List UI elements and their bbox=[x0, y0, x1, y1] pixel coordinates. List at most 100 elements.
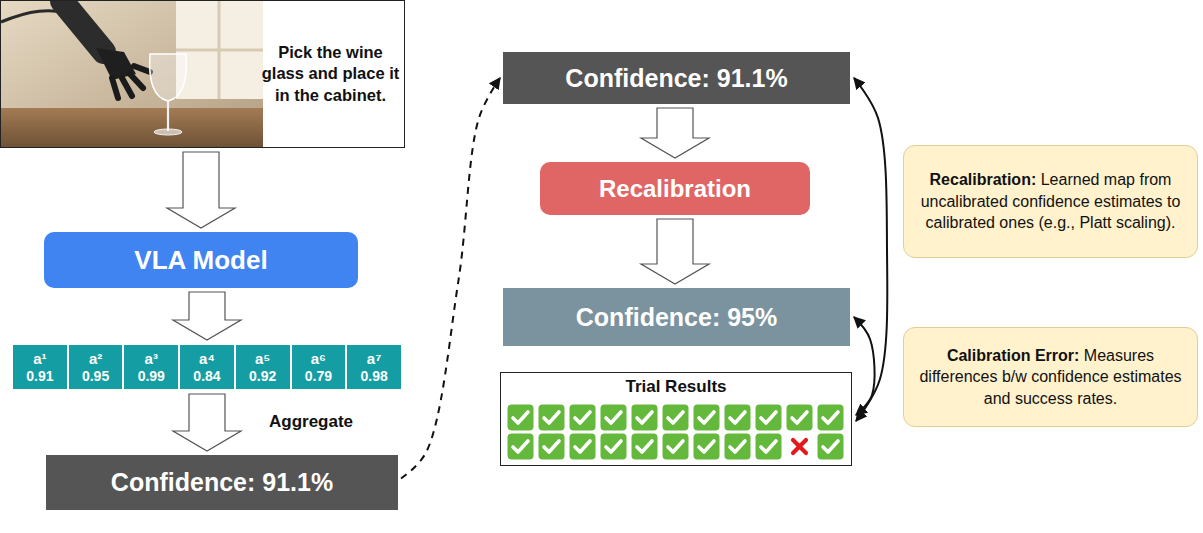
box-label: Recalibration bbox=[599, 175, 751, 203]
recalibration-box: Recalibration bbox=[540, 162, 810, 215]
success-mark bbox=[632, 434, 658, 460]
note-heading: Calibration Error: bbox=[947, 347, 1079, 364]
success-mark bbox=[539, 405, 565, 431]
comparison-arrow bbox=[854, 78, 887, 421]
box-label: Confidence: 91.1% bbox=[111, 468, 333, 497]
action-name: a⁴ bbox=[199, 350, 215, 367]
action-probability: 0.79 bbox=[305, 368, 332, 384]
text-holder: a⁷0.98 bbox=[347, 345, 401, 389]
text-holder: a⁵0.92 bbox=[236, 345, 290, 389]
text-holder: a²0.95 bbox=[69, 345, 123, 389]
box-label: Pick the wine glass and place it in the … bbox=[259, 42, 402, 106]
action-name: a³ bbox=[145, 350, 158, 367]
success-mark bbox=[539, 434, 565, 460]
comparison-arrow bbox=[854, 317, 875, 415]
success-mark bbox=[756, 434, 782, 460]
success-mark bbox=[756, 405, 782, 431]
success-mark bbox=[632, 405, 658, 431]
action-name: a⁷ bbox=[367, 350, 382, 367]
failure-mark bbox=[793, 440, 806, 453]
success-mark bbox=[694, 434, 720, 460]
callout-note: Recalibration:Learned map from uncalibra… bbox=[903, 145, 1198, 258]
text-holder: a⁶0.79 bbox=[292, 345, 346, 389]
action-probability: 0.84 bbox=[193, 368, 220, 384]
action-token: a²0.95 bbox=[68, 344, 124, 390]
photo-window bbox=[176, 1, 263, 99]
success-mark bbox=[570, 434, 596, 460]
text-holder: Trial Results bbox=[501, 373, 851, 465]
success-mark bbox=[508, 405, 534, 431]
text-holder: Confidence: 91.1% bbox=[503, 52, 850, 104]
action-name: a⁵ bbox=[255, 350, 270, 367]
success-mark bbox=[663, 434, 689, 460]
action-token: a¹0.91 bbox=[12, 344, 68, 390]
text-holder: Recalibration:Learned map from uncalibra… bbox=[904, 146, 1197, 257]
text-holder: a¹0.91 bbox=[13, 345, 67, 389]
glass-stem bbox=[167, 101, 169, 131]
illustration-part bbox=[112, 78, 118, 98]
text-holder: a⁴0.84 bbox=[180, 345, 234, 389]
success-mark bbox=[818, 405, 844, 431]
confidence-box: Confidence: 91.1% bbox=[503, 52, 850, 104]
dashed-arrow bbox=[401, 78, 500, 479]
box-label: Confidence: 91.1% bbox=[565, 64, 787, 93]
text-holder: Confidence: 91.1% bbox=[46, 455, 398, 510]
action-probability: 0.91 bbox=[26, 368, 53, 384]
model-box: VLA Model bbox=[44, 232, 358, 288]
illustration-part bbox=[130, 74, 143, 88]
illustration-part bbox=[122, 78, 132, 96]
text-holder: Pick the wine glass and place it in the … bbox=[259, 1, 402, 147]
action-name: a¹ bbox=[33, 350, 46, 367]
robot-arm bbox=[62, 1, 104, 52]
action-token: a⁶0.79 bbox=[291, 344, 347, 390]
success-mark bbox=[694, 405, 720, 431]
flow-arrow bbox=[641, 219, 709, 284]
illustration-part bbox=[134, 66, 150, 72]
edge-label: Aggregate bbox=[269, 412, 353, 432]
note-paragraph: Calibration Error:Measures differences b… bbox=[916, 345, 1185, 410]
action-name: a⁶ bbox=[311, 350, 326, 367]
action-probability: 0.98 bbox=[361, 368, 388, 384]
action-token: a⁴0.84 bbox=[179, 344, 235, 390]
callout-note: Calibration Error:Measures differences b… bbox=[903, 327, 1198, 427]
box-label: VLA Model bbox=[134, 245, 267, 276]
confidence-box: Confidence: 95% bbox=[503, 288, 850, 346]
success-mark bbox=[725, 405, 751, 431]
action-probability: 0.99 bbox=[138, 368, 165, 384]
action-probability: 0.95 bbox=[82, 368, 109, 384]
flow-arrow bbox=[173, 292, 241, 340]
action-token: a³0.99 bbox=[123, 344, 179, 390]
photo-wall bbox=[1, 1, 263, 147]
trial-marks bbox=[508, 405, 844, 460]
flow-arrow bbox=[641, 108, 709, 158]
trial-results-box: Trial Results bbox=[500, 372, 852, 466]
confidence-box: Confidence: 91.1% bbox=[46, 455, 398, 510]
robot-fingers bbox=[112, 66, 150, 98]
success-mark bbox=[508, 434, 534, 460]
wine-glass bbox=[150, 54, 187, 101]
text-holder: VLA Model bbox=[44, 232, 358, 288]
glass-base bbox=[154, 129, 182, 135]
note-heading: Recalibration: bbox=[930, 171, 1037, 188]
action-probability: 0.92 bbox=[249, 368, 276, 384]
text-holder: Recalibration bbox=[540, 162, 810, 215]
action-token: a⁷0.98 bbox=[346, 344, 402, 390]
box-label: Confidence: 95% bbox=[576, 303, 777, 332]
success-mark bbox=[787, 405, 813, 431]
success-mark bbox=[818, 434, 844, 460]
success-mark bbox=[570, 405, 596, 431]
action-token: a⁵0.92 bbox=[235, 344, 291, 390]
photo-table bbox=[1, 108, 263, 147]
action-name: a² bbox=[89, 350, 102, 367]
success-mark bbox=[601, 434, 627, 460]
robot-photo bbox=[1, 1, 263, 147]
text-holder: a³0.99 bbox=[124, 345, 178, 389]
note-paragraph: Recalibration:Learned map from uncalibra… bbox=[916, 169, 1185, 234]
success-mark bbox=[601, 405, 627, 431]
success-mark bbox=[725, 434, 751, 460]
success-mark bbox=[663, 405, 689, 431]
window-frame bbox=[176, 49, 263, 52]
text-holder: Confidence: 95% bbox=[503, 288, 850, 346]
flow-arrow bbox=[173, 394, 241, 451]
